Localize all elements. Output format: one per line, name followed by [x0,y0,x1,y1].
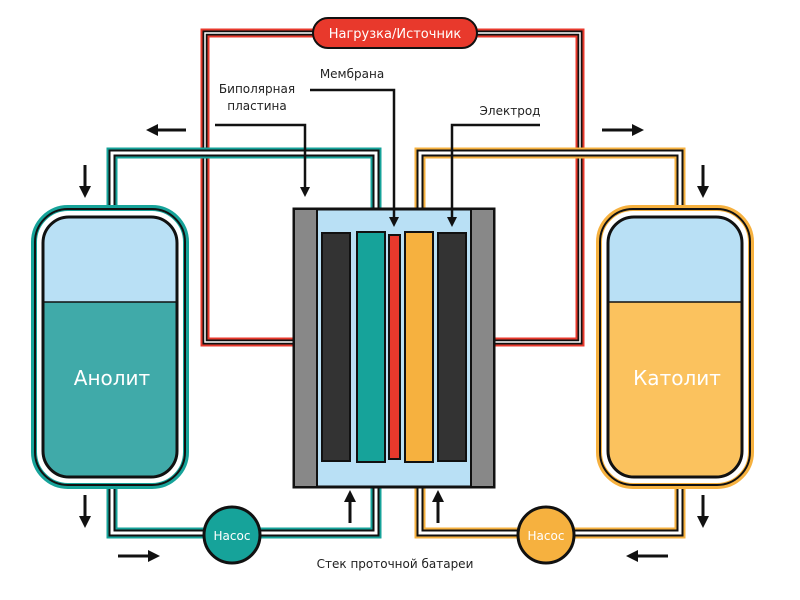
bipolar-plate-anolyte [356,231,386,463]
electrode-left [321,232,351,462]
end-plate-right [470,208,495,488]
pump-left: Насос [202,505,262,565]
catholyte-tank: Католит [596,205,754,489]
svg-text:Нагрузка/Источник: Нагрузка/Источник [329,27,462,42]
pump-right: Насос [516,505,576,565]
electrode-right [437,232,467,462]
load-source-label: Нагрузка/Источник [312,17,478,49]
membrane-label: Мембрана [320,67,384,81]
end-plate-left [293,208,318,488]
electrode-label: Электрод [480,104,541,118]
stack-caption: Стек проточной батареи [317,557,474,571]
battery-stack [292,207,496,489]
catholyte-label: Католит [633,366,721,390]
anolyte-tank: Анолит [31,205,189,489]
flow-arrows [79,124,709,562]
bipolar-plate-catholyte [404,231,434,463]
svg-text:Насос: Насос [214,529,251,543]
svg-text:Насос: Насос [528,529,565,543]
anolyte-label: Анолит [74,366,151,390]
bipolar-plate-label-2: пластина [227,99,286,113]
leader-lines [215,88,540,227]
membrane [388,234,401,460]
bipolar-plate-label: Биполярная [219,82,295,96]
